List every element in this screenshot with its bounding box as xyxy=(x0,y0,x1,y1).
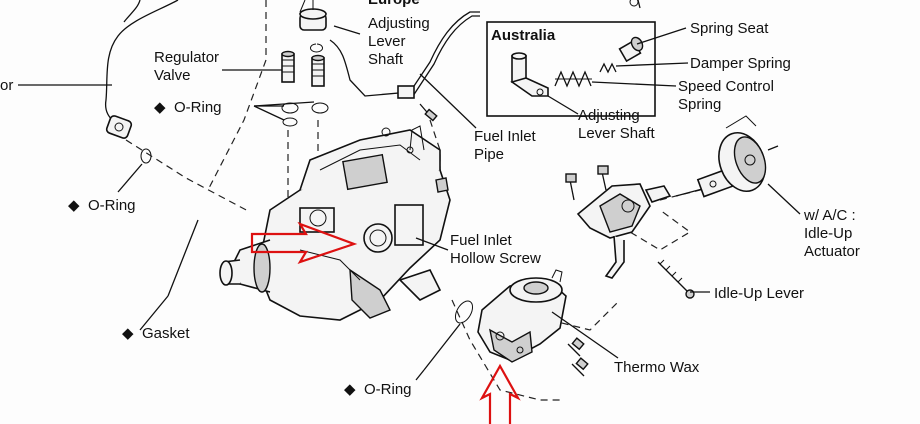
label-actuator-1: w/ A/C : xyxy=(803,207,856,224)
thermo-wax-unit xyxy=(477,269,567,363)
leader-hollow-screw xyxy=(415,237,449,251)
o-rings-top xyxy=(281,102,329,127)
thermo-wax-bolts xyxy=(567,337,589,377)
label-actuator-3: Actuator xyxy=(804,243,860,260)
label-o-ring-bottom: O-Ring xyxy=(364,381,412,398)
idle-up-actuator xyxy=(675,115,779,198)
label-o-ring-top: O-Ring xyxy=(174,99,222,116)
dashline-left-top xyxy=(207,0,267,191)
leader-spring-seat xyxy=(636,27,687,45)
fuel-inlet-pipe xyxy=(329,11,480,122)
label-adjusting-top-3: Shaft xyxy=(368,51,404,68)
o-ring-left-part xyxy=(140,148,152,164)
label-gasket: Gasket xyxy=(142,325,190,342)
leader-o-ring-bottom xyxy=(415,369,425,381)
leader-thermo-wax xyxy=(551,311,619,359)
diamond-o-ring-left: ◆ xyxy=(68,197,80,214)
leader-adjusting-lever-top xyxy=(333,25,361,35)
diamond-gasket: ◆ xyxy=(122,325,134,342)
label-damper-spring: Damper Spring xyxy=(690,55,791,72)
dashline-o-ring-bottom xyxy=(451,299,560,401)
label-sensor-partial: or xyxy=(0,77,13,94)
leader-o-ring-top-2 xyxy=(253,101,315,107)
leader-speed-control-spring xyxy=(591,81,677,87)
leader-actuator xyxy=(767,183,801,215)
label-hollow-screw-1: Fuel Inlet xyxy=(450,232,513,249)
idle-up-lever-assembly xyxy=(565,165,672,279)
leader-o-ring-top-3 xyxy=(253,105,285,121)
red-annotation-arrow-right xyxy=(250,221,358,264)
label-adjusting-top-2: Lever xyxy=(368,33,406,50)
o-ring-bottom-part xyxy=(454,300,474,324)
label-speed-control-2: Spring xyxy=(678,96,721,113)
diamond-o-ring-bottom: ◆ xyxy=(344,381,356,398)
leader-damper-spring xyxy=(615,62,689,67)
label-actuator-2: Idle-Up xyxy=(804,225,852,242)
idle-up-lever-bolt xyxy=(657,259,695,299)
label-regulator-1: Regulator xyxy=(154,49,219,66)
red-annotation-arrow-up xyxy=(479,363,521,424)
label-regulator-2: Valve xyxy=(154,67,190,84)
europe-adjusting-lever-shaft xyxy=(299,0,327,53)
label-idle-up-lever: Idle-Up Lever xyxy=(714,285,804,302)
leader-adjusting-lever-shaft-aus xyxy=(547,95,579,115)
spring-seat xyxy=(618,36,644,63)
regulator-valve xyxy=(281,50,325,87)
label-spring-seat: Spring Seat xyxy=(690,20,769,37)
label-thermo-wax: Thermo Wax xyxy=(614,359,700,376)
label-adjusting-aus-2: Lever Shaft xyxy=(578,125,656,142)
dashline-sensor xyxy=(125,139,251,213)
label-adjusting-aus-1: Adjusting xyxy=(578,107,640,124)
australia-adjusting-lever-shaft xyxy=(510,52,549,97)
label-hollow-screw-2: Hollow Screw xyxy=(450,250,541,267)
injection-pump-body xyxy=(257,125,451,321)
leader-o-ring-left xyxy=(117,163,143,193)
label-adjusting-top-1: Adjusting xyxy=(368,15,430,32)
drive-shaft xyxy=(219,239,271,293)
australia-inset-box xyxy=(486,21,656,117)
sensor-wire xyxy=(104,0,179,139)
label-europe: Europe xyxy=(368,0,420,8)
diamond-o-ring-top: ◆ xyxy=(154,99,166,116)
damper-spring xyxy=(599,62,617,74)
label-australia: Australia xyxy=(491,27,556,44)
dashline-thermo-wax xyxy=(549,299,621,331)
label-fuel-inlet-pipe-2: Pipe xyxy=(474,146,504,163)
leader-gasket xyxy=(139,295,169,331)
label-fuel-inlet-pipe-1: Fuel Inlet xyxy=(474,128,537,145)
label-speed-control-1: Speed Control xyxy=(678,78,774,95)
dashline-idle-lever xyxy=(609,209,692,251)
speed-control-spring xyxy=(554,70,592,88)
label-o-ring-left: O-Ring xyxy=(88,197,136,214)
leader-fuel-inlet-pipe xyxy=(419,73,477,129)
